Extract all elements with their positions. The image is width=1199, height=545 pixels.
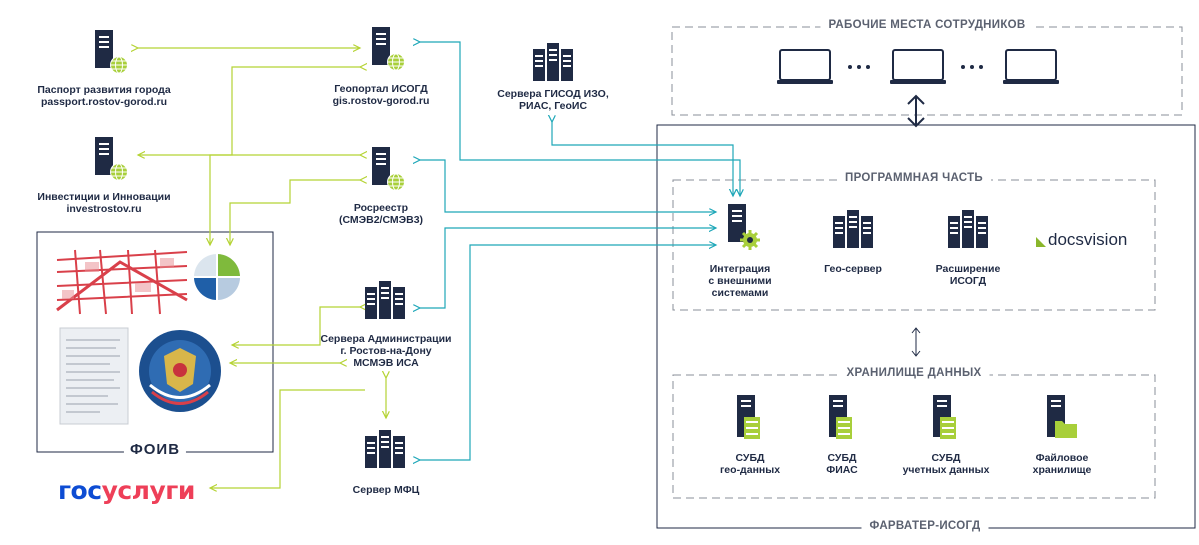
link-adm-gosuslugi <box>210 389 365 488</box>
node-subtitle: г. Ростов-на-Дону <box>340 345 432 357</box>
laptop-icon <box>889 49 947 85</box>
filestore-folder-icon <box>1047 395 1077 438</box>
adm-label: Сервера Администрации г. Ростов-на-Дону … <box>320 333 451 369</box>
cadastral-map-image <box>56 249 188 315</box>
gisod-label: Сервера ГИСОД ИЗО, РИАС, ГеоИС <box>497 88 608 112</box>
link-adm-integration <box>420 228 716 308</box>
invest-server-icon <box>95 137 129 182</box>
node-subtitle: (СМЭВ2/СМЭВ3) <box>338 214 424 226</box>
node-url: investrostov.ru <box>66 203 142 215</box>
mfc-label: Сервер МФЦ <box>353 484 420 496</box>
tax-service-emblem-icon <box>139 330 221 412</box>
gosuslugi-logo-part1: гос <box>58 476 102 505</box>
node-subtitle: ФИАС <box>826 464 858 476</box>
docsvision-logo: docsvision <box>1048 230 1127 250</box>
node-subtitle: с внешними <box>708 275 772 287</box>
rosreestr-server-icon <box>372 147 406 192</box>
node-subtitle: хранилище <box>1032 464 1092 476</box>
docsvision-logo-icon <box>1036 237 1046 247</box>
db-fias-label: СУБД ФИАС <box>826 452 857 476</box>
node-title: Геопортал ИСОГД <box>334 83 428 95</box>
node-subtitle: ИСОГД <box>949 275 987 287</box>
node-subtitle: системами <box>711 287 769 299</box>
node-url: gis.rostov-gorod.ru <box>332 95 430 107</box>
passport-server-icon <box>95 30 129 75</box>
db-accounts-icon <box>933 395 956 439</box>
laptop-icon <box>776 49 834 85</box>
rosreestr-label: Росреестр (СМЭВ2/СМЭВ3) <box>339 202 423 226</box>
db-fias-icon <box>829 395 852 439</box>
link-rosreestr-foiv-b <box>230 180 360 245</box>
docsvision-wordmark: docsvision <box>1048 230 1128 249</box>
document-scan-image <box>59 327 129 425</box>
link-adm-foiv-a <box>232 307 360 345</box>
extension-label: Расширение ИСОГД <box>936 263 1001 287</box>
link-invest-geoportal <box>138 67 360 155</box>
geoserver-label: Гео-сервер <box>824 263 882 275</box>
node-title: СУБД <box>827 452 857 464</box>
geoportal-label: Геопортал ИСОГД gis.rostov-gorod.ru <box>333 83 430 107</box>
geoportal-server-icon <box>372 27 406 72</box>
software-title: ПРОГРАММНАЯ ЧАСТЬ <box>837 172 991 184</box>
gisod-server-rack-icon <box>533 43 573 81</box>
node-title: Сервера Администрации <box>320 333 452 345</box>
node-subtitle: МСМЭВ ИСА <box>353 357 419 369</box>
foiv-title: ФОИВ <box>123 441 187 458</box>
ellipsis-icon <box>848 65 983 69</box>
node-subtitle: РИАС, ГеоИС <box>518 100 588 112</box>
node-title: Росреестр <box>353 202 409 214</box>
db-geo-label: СУБД гео-данных <box>720 452 780 476</box>
link-rosreestr-foiv-a <box>210 155 360 245</box>
node-title: Сервера ГИСОД ИЗО, <box>497 88 609 100</box>
adm-server-rack-icon <box>365 281 405 319</box>
extension-server-rack-icon <box>948 210 988 248</box>
integration-server-gear-icon <box>728 204 760 250</box>
node-subtitle: учетных данных <box>902 464 990 476</box>
mfc-server-rack-icon <box>365 430 405 468</box>
db-accounts-label: СУБД учетных данных <box>903 452 990 476</box>
link-gisod-integration <box>552 122 733 196</box>
link-geoportal-integration <box>420 42 740 196</box>
geo-server-rack-icon <box>833 210 873 248</box>
node-title: Расширение <box>935 263 1001 275</box>
invest-label: Инвестиции и Инновации investrostov.ru <box>37 191 170 215</box>
rosreestr-logo-icon <box>194 254 240 300</box>
passport-label: Паспорт развития города passport.rostov-… <box>37 84 170 108</box>
node-url: passport.rostov-gorod.ru <box>40 96 167 108</box>
node-title: СУБД <box>931 452 961 464</box>
gosuslugi-logo: госуслуги <box>58 476 195 505</box>
workplaces-title: РАБОЧИЕ МЕСТА СОТРУДНИКОВ <box>820 19 1034 31</box>
node-title: Гео-сервер <box>824 263 882 275</box>
storage-title: ХРАНИЛИЩЕ ДАННЫХ <box>838 367 990 379</box>
node-title: Сервер МФЦ <box>352 484 420 496</box>
node-subtitle: гео-данных <box>719 464 781 476</box>
link-rosreestr-integration <box>420 160 716 212</box>
link-mfc-integration <box>420 245 716 460</box>
filestore-label: Файловое хранилище <box>1033 452 1092 476</box>
fairway-title: ФАРВАТЕР-ИСОГД <box>861 520 989 532</box>
integration-label: Интеграция с внешними системами <box>708 263 771 299</box>
node-title: Интеграция <box>709 263 771 275</box>
node-title: Инвестиции и Инновации <box>37 191 171 203</box>
gosuslugi-logo-part2: услуги <box>101 476 196 505</box>
db-geo-icon <box>737 395 760 439</box>
node-title: Файловое <box>1035 452 1089 464</box>
node-title: Паспорт развития города <box>37 84 171 96</box>
node-title: СУБД <box>735 452 765 464</box>
laptop-icon <box>1002 49 1060 85</box>
